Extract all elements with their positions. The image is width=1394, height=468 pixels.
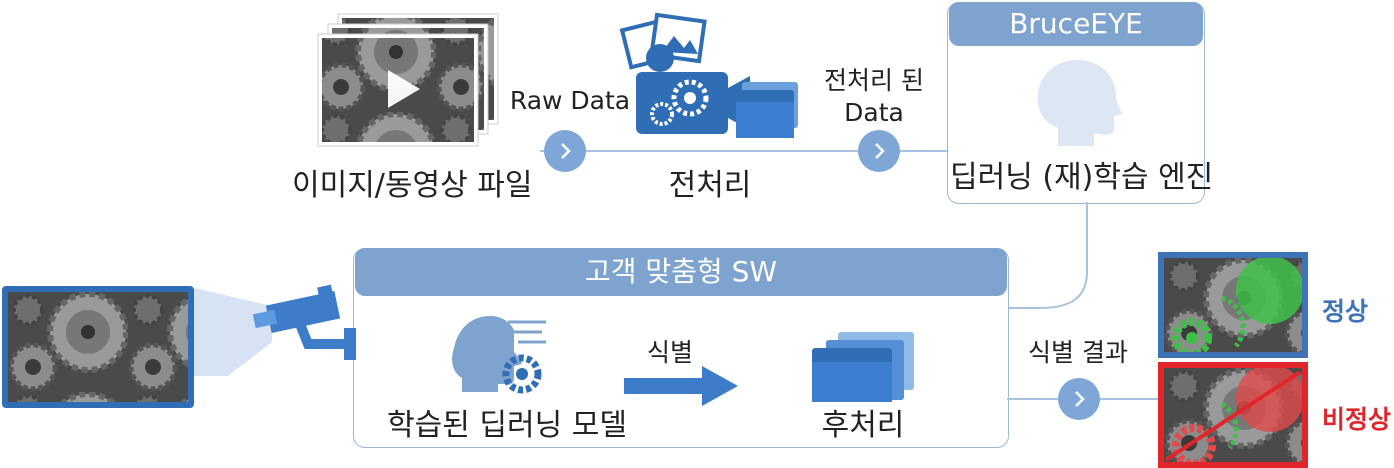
folders-icon xyxy=(812,332,914,402)
normal-status-label: 정상 xyxy=(1322,297,1369,326)
head-gear-icon xyxy=(452,316,546,394)
flow-chevron-2 xyxy=(858,130,900,172)
camera-beam xyxy=(194,288,272,376)
engine-caption: 딥러닝 (재)학습 엔진 xyxy=(950,160,1214,195)
top-flow-line xyxy=(540,150,950,152)
flow-chevron-3 xyxy=(1058,378,1100,420)
customer-sw-title: 고객 맞춤형 SW xyxy=(355,248,1007,296)
engine-title: BruceEYE xyxy=(949,2,1203,46)
head-icon xyxy=(1037,60,1122,146)
identify-result-label: 식별 결과 xyxy=(1028,338,1128,367)
arrow-right-icon xyxy=(624,366,738,406)
normal-gear-image xyxy=(1164,258,1302,352)
chevron-right-icon xyxy=(875,143,885,159)
preprocess-caption: 전처리 xyxy=(668,168,752,203)
chevron-right-icon xyxy=(1075,391,1085,407)
input-files-stack xyxy=(316,12,502,150)
raw-data-label: Raw Data xyxy=(509,86,631,115)
chevron-right-icon xyxy=(561,143,571,159)
abnormal-result-frame xyxy=(1158,362,1308,468)
abnormal-gear-image xyxy=(1164,368,1302,462)
play-icon xyxy=(388,70,420,108)
gear-monitor-image xyxy=(8,292,188,402)
postprocess-caption: 후처리 xyxy=(821,408,905,443)
monitor-frame xyxy=(2,286,194,408)
preprocess-icon-group xyxy=(618,10,808,140)
identify-label: 식별 xyxy=(646,338,693,367)
normal-result-frame xyxy=(1158,252,1308,358)
preprocessed-data-label-line1: 전처리 된 xyxy=(824,66,924,95)
input-files-caption: 이미지/동영상 파일 xyxy=(292,168,533,203)
cctv-camera-icon xyxy=(252,284,356,360)
preprocessed-data-label-line2: Data xyxy=(844,98,904,127)
folders-icon xyxy=(736,82,798,138)
trained-model-caption: 학습된 딥러닝 모델 xyxy=(387,408,627,443)
abnormal-status-label: 비정상 xyxy=(1322,405,1392,434)
flow-chevron-1 xyxy=(544,130,586,172)
